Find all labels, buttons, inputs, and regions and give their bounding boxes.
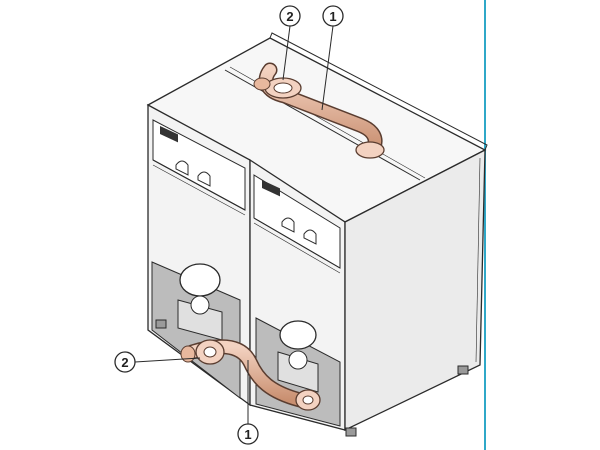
bottom-pipe-assembly bbox=[180, 339, 321, 411]
side-panel bbox=[344, 148, 486, 432]
callout-top-1-number: 1 bbox=[329, 9, 336, 24]
right-drain-valve bbox=[277, 320, 319, 393]
callout-bottom-2-number: 2 bbox=[121, 355, 128, 370]
callout-bottom-1-number: 1 bbox=[244, 427, 251, 442]
callout-bottom-2: 2 bbox=[114, 351, 201, 373]
top-fitting-end bbox=[355, 141, 385, 159]
left-drain-valve bbox=[177, 263, 223, 341]
callout-bottom-1: 1 bbox=[237, 360, 259, 445]
top-pipe-assembly bbox=[253, 62, 385, 159]
left-switches bbox=[175, 160, 211, 187]
feet bbox=[155, 319, 469, 437]
right-switches bbox=[281, 217, 317, 245]
callout-top-2-number: 2 bbox=[286, 9, 293, 24]
callout-top-2: 2 bbox=[279, 5, 301, 81]
left-display bbox=[160, 126, 178, 143]
callout-top-1: 1 bbox=[321, 5, 344, 111]
